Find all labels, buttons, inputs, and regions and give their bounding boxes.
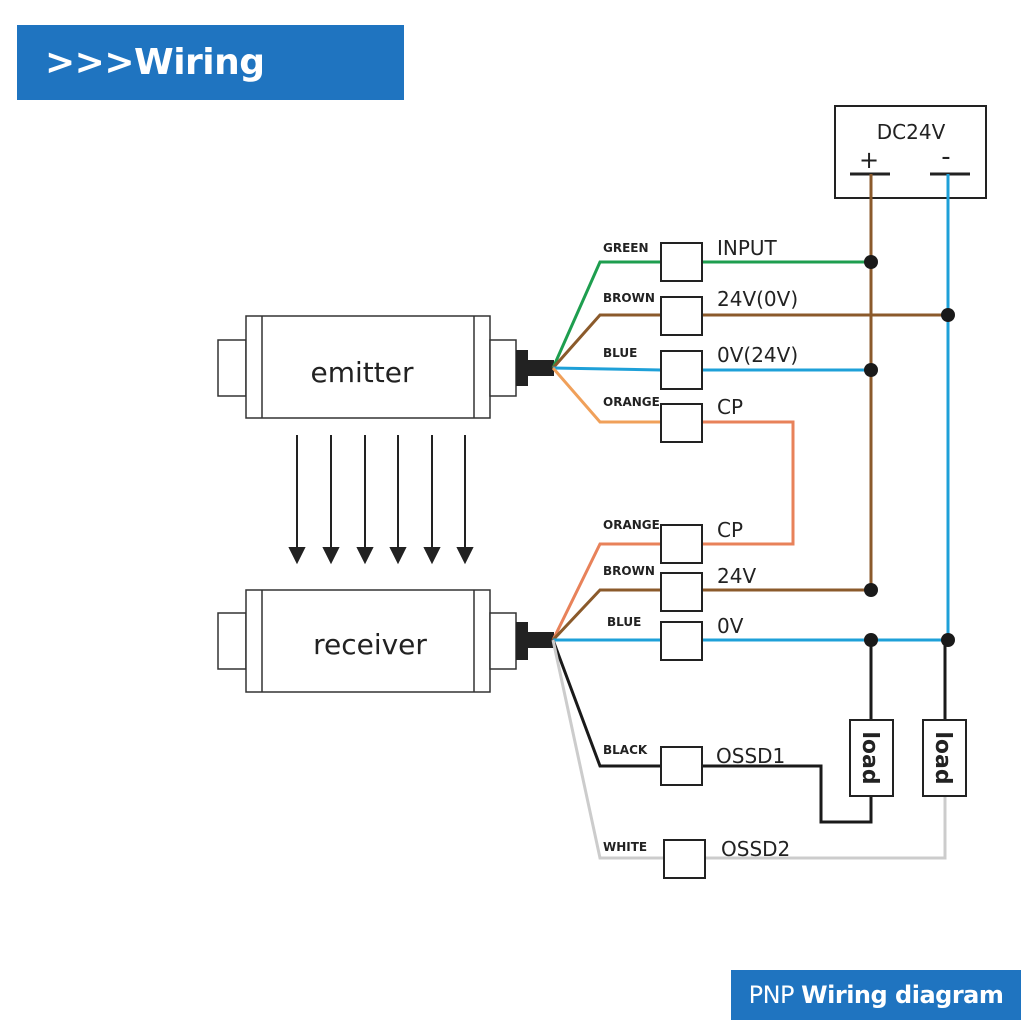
junction-dot bbox=[864, 583, 878, 597]
wire-signal-label: 0V bbox=[717, 614, 744, 638]
junction-dot bbox=[864, 363, 878, 377]
receiver-wire-blue: BLUE 0V bbox=[553, 614, 948, 661]
emitter-wire-blue: BLUE 0V(24V) bbox=[552, 343, 871, 390]
emitter-wire-brown: BROWN 24V(0V) bbox=[551, 287, 948, 369]
junction-dots bbox=[864, 255, 955, 647]
beam-arrow-6 bbox=[456, 435, 474, 565]
wire-signal-label: 24V(0V) bbox=[717, 287, 798, 311]
footer-prefix: PNP bbox=[748, 981, 795, 1009]
title-banner: >>>Wiring diagram bbox=[17, 25, 404, 158]
load-2-label: load bbox=[930, 731, 955, 784]
receiver-wire-brown: BROWN 24V bbox=[551, 564, 871, 642]
beam-arrow-3 bbox=[356, 435, 374, 565]
page-title: >>>Wiring diagram bbox=[17, 42, 265, 158]
load-1: load bbox=[849, 719, 894, 797]
junction-dot bbox=[941, 633, 955, 647]
wire-color-label: BROWN bbox=[603, 291, 655, 305]
beam-arrow-1 bbox=[288, 435, 306, 565]
receiver-wire-white: WHITE OSSD2 bbox=[551, 639, 947, 879]
load-1-label: load bbox=[857, 731, 882, 784]
wire-signal-label: OSSD1 bbox=[716, 744, 785, 768]
power-supply-label: DC24V bbox=[877, 120, 946, 144]
light-beams bbox=[288, 435, 474, 565]
wire-color-label: GREEN bbox=[603, 241, 649, 255]
wire-color-label: BLACK bbox=[603, 743, 648, 757]
wire-color-label: BLUE bbox=[607, 615, 641, 629]
junction-dot bbox=[941, 308, 955, 322]
beam-arrow-2 bbox=[322, 435, 340, 565]
wire-color-label: ORANGE bbox=[603, 518, 660, 532]
wire-signal-label: CP bbox=[717, 395, 743, 419]
receiver-wire-black: BLACK OSSD1 bbox=[551, 639, 873, 824]
negative-terminal-label: - bbox=[941, 142, 950, 172]
junction-dot bbox=[864, 255, 878, 269]
receiver-device: receiver bbox=[217, 589, 554, 693]
beam-arrow-5 bbox=[423, 435, 441, 565]
wire-signal-label: INPUT bbox=[717, 236, 778, 260]
wire-signal-label: 0V(24V) bbox=[717, 343, 798, 367]
positive-terminal-label: + bbox=[859, 146, 879, 174]
wire-color-label: WHITE bbox=[603, 840, 647, 854]
wire-color-label: BLUE bbox=[603, 346, 637, 360]
wire-signal-label: CP bbox=[717, 518, 743, 542]
wire-signal-label: 24V bbox=[717, 564, 756, 588]
emitter-wire-green: GREEN INPUT bbox=[551, 236, 871, 369]
power-supply: DC24V + - bbox=[834, 105, 987, 199]
beam-arrow-4 bbox=[389, 435, 407, 565]
emitter-device: emitter bbox=[217, 315, 554, 419]
emitter-label: emitter bbox=[311, 356, 414, 389]
wire-color-label: ORANGE bbox=[603, 395, 660, 409]
emitter-wire-orange: ORANGE CP bbox=[551, 367, 795, 546]
load-2: load bbox=[922, 719, 967, 797]
receiver-label: receiver bbox=[313, 628, 427, 661]
footer-title: Wiring diagram bbox=[801, 981, 1004, 1009]
receiver-wire-orange: ORANGE CP bbox=[551, 518, 743, 641]
wire-color-label: BROWN bbox=[603, 564, 655, 578]
junction-dot bbox=[864, 633, 878, 647]
footer-banner: PNP Wiring diagram bbox=[731, 970, 1021, 1020]
wire-signal-label: OSSD2 bbox=[721, 837, 790, 861]
